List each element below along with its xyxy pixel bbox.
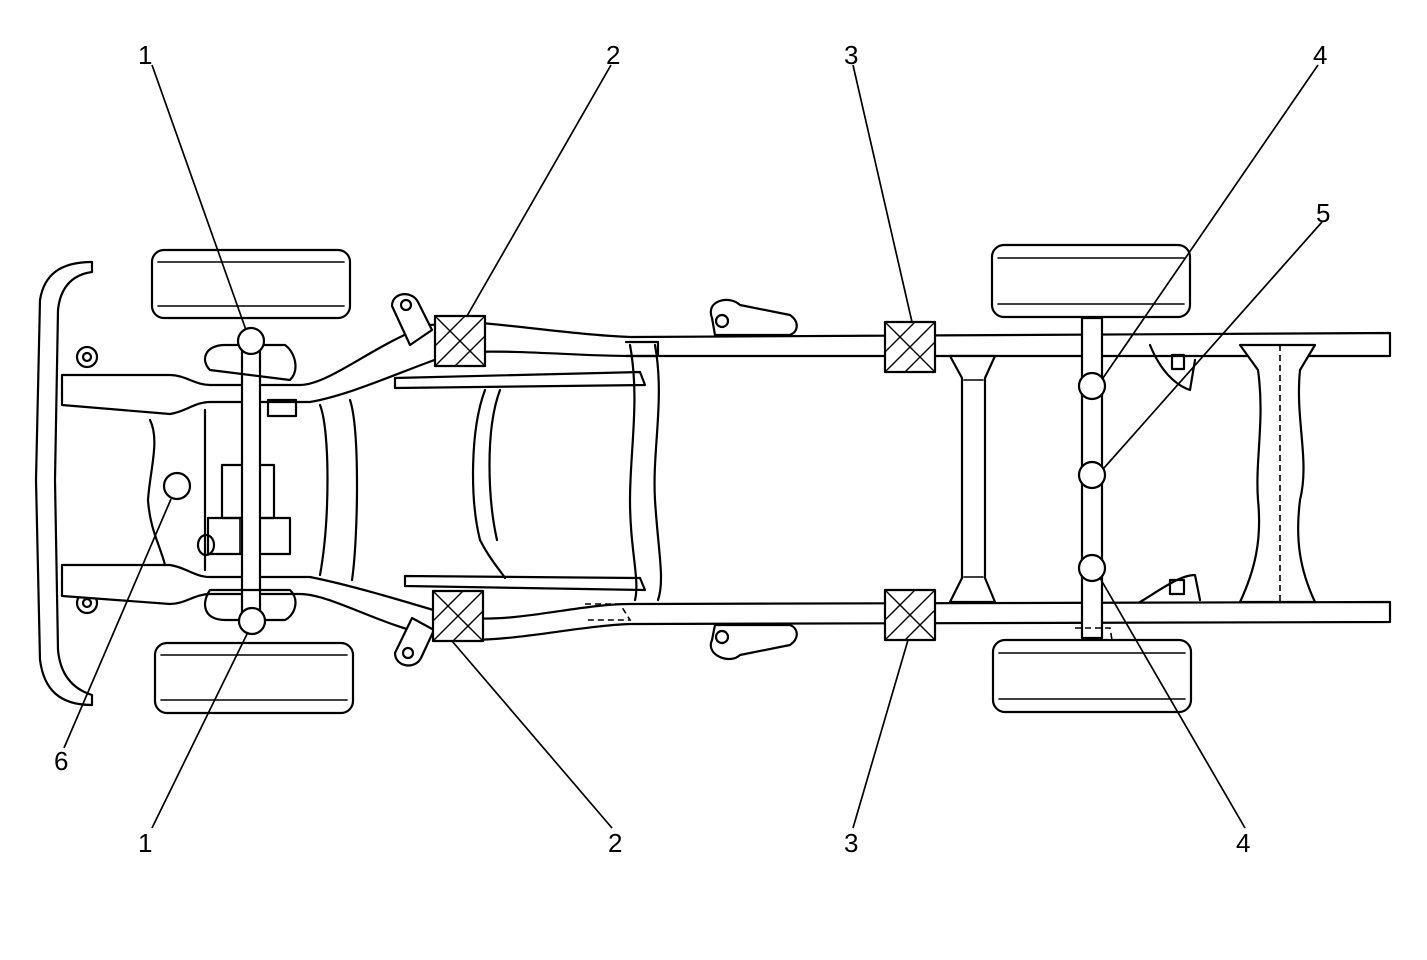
lift-points-circles — [162, 326, 1107, 636]
lift-point-1-bottom — [237, 606, 267, 636]
callout-1-top: 1 — [138, 40, 152, 70]
frame-rails — [60, 320, 1392, 642]
callout-labels: 1 1 2 2 3 3 4 4 5 6 — [54, 40, 1330, 858]
lift-point-1-top — [236, 326, 266, 356]
support-rods — [393, 340, 663, 621]
callout-2-top: 2 — [606, 40, 620, 70]
callout-4-top: 4 — [1313, 40, 1327, 70]
tires — [150, 243, 1193, 715]
callout-3-bottom: 3 — [844, 828, 858, 858]
callout-5: 5 — [1316, 198, 1330, 228]
leader-lines — [63, 64, 1323, 829]
frame-brackets — [709, 298, 798, 661]
callout-1-bottom: 1 — [138, 828, 152, 858]
lift-pads — [431, 314, 937, 643]
lift-point-5 — [1077, 460, 1107, 490]
lift-pad-2-bottom — [431, 589, 485, 643]
lift-pad-3-bottom — [883, 588, 937, 642]
callout-6: 6 — [54, 746, 68, 776]
control-arm-brackets — [390, 293, 436, 667]
callout-4-bottom: 4 — [1236, 828, 1250, 858]
callout-3-top: 3 — [844, 40, 858, 70]
rear-crossmember — [1075, 343, 1317, 641]
lift-pad-3-top — [883, 320, 937, 374]
front-bumper — [34, 260, 94, 707]
lift-point-6 — [162, 471, 192, 501]
bumper-bolts — [75, 345, 99, 615]
center-crossmember — [948, 354, 997, 604]
callout-2-bottom: 2 — [608, 828, 622, 858]
lift-point-4-top — [1077, 371, 1107, 401]
lift-pad-2-top — [433, 314, 487, 368]
lift-point-4-bottom — [1077, 553, 1107, 583]
